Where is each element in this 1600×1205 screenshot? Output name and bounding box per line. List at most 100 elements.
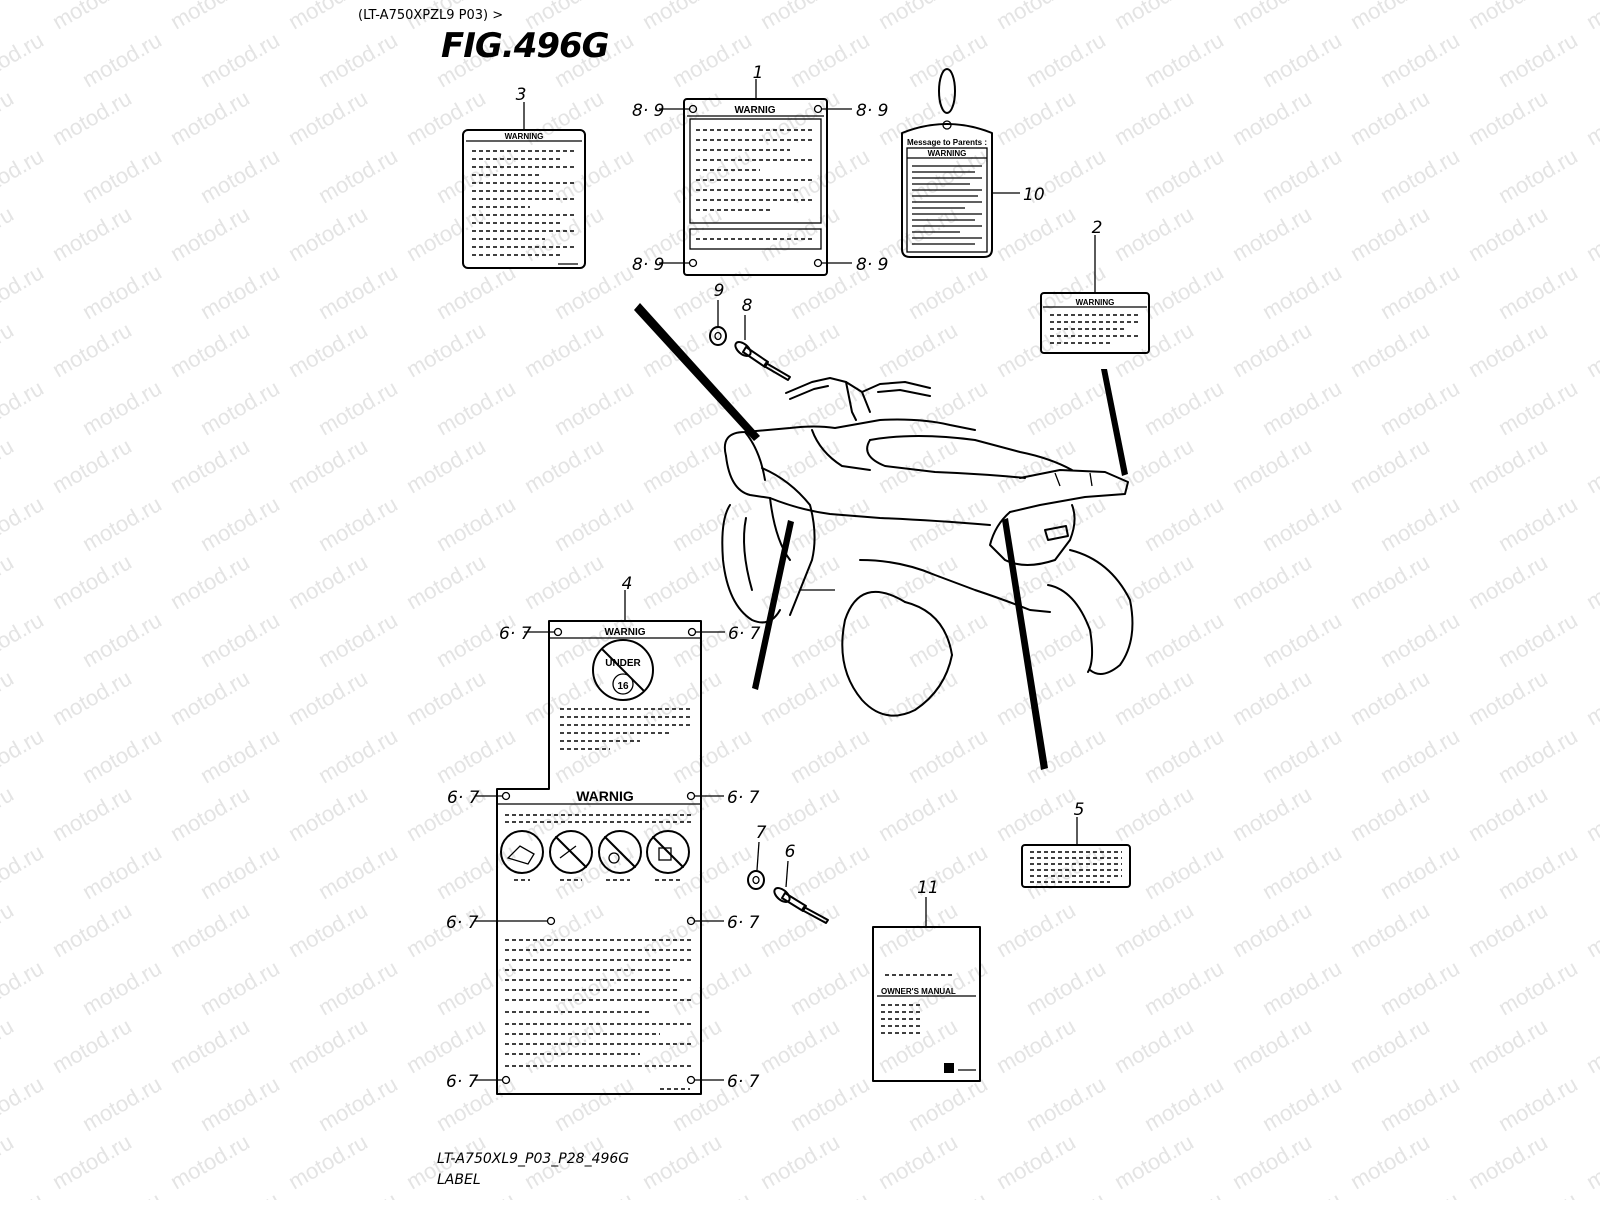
watermark-text: motod.ru: [48, 781, 136, 846]
watermark-text: motod.ru: [1228, 781, 1316, 846]
model-reference: (LT-A750XPZL9 P03) >: [358, 8, 504, 23]
watermark-text: motod.ru: [314, 1071, 402, 1136]
watermark-text: motod.ru: [1022, 27, 1110, 92]
watermark-text: motod.ru: [1346, 781, 1434, 846]
watermark-text: motod.ru: [756, 781, 844, 846]
watermark-text: motod.ru: [1110, 0, 1198, 34]
watermark-text: motod.ru: [284, 85, 372, 150]
watermark-text: motod.ru: [1494, 839, 1582, 904]
callout-8-9-top-right: 8· 9: [856, 101, 888, 121]
watermark-text: motod.ru: [1228, 1129, 1316, 1194]
watermark-text: motod.ru: [402, 433, 490, 498]
watermark-text: motod.ru: [432, 839, 520, 904]
callout-6-7-c: 6· 7: [447, 788, 480, 808]
part-8-rivet[interactable]: [733, 339, 791, 381]
watermark-text: motod.ru: [166, 897, 254, 962]
watermark-text: motod.ru: [1110, 1013, 1198, 1078]
watermark-text: motod.ru: [1110, 201, 1198, 266]
watermark-text: motod.ru: [1582, 549, 1600, 614]
watermark-text: motod.ru: [0, 607, 48, 672]
watermark-text: motod.ru: [668, 723, 756, 788]
watermark-text: motod.ru: [1258, 1187, 1346, 1200]
watermark-text: motod.ru: [0, 897, 18, 962]
callout-11: 11: [917, 878, 939, 898]
watermark-text: motod.ru: [284, 201, 372, 266]
watermark-text: motod.ru: [432, 491, 520, 556]
watermark-text: motod.ru: [1464, 433, 1552, 498]
watermark-text: motod.ru: [1376, 1071, 1464, 1136]
watermark-text: motod.ru: [1346, 317, 1434, 382]
watermark-text: motod.ru: [0, 375, 48, 440]
watermark-text: motod.ru: [314, 491, 402, 556]
watermark-text: motod.ru: [402, 317, 490, 382]
watermark-text: motod.ru: [1258, 27, 1346, 92]
watermark-text: motod.ru: [1494, 491, 1582, 556]
watermark-text: motod.ru: [48, 85, 136, 150]
watermark-text: motod.ru: [0, 1187, 48, 1200]
pointer-wedges: [634, 303, 1128, 770]
watermark-text: motod.ru: [786, 955, 874, 1020]
label-4-warning-combined[interactable]: WARNIG UNDER 16 WARNIG: [496, 620, 702, 1095]
label-3-warning[interactable]: WARNING: [462, 129, 586, 269]
part-6-rivet[interactable]: [772, 885, 829, 924]
watermark-text: motod.ru: [284, 317, 372, 382]
watermark-text: motod.ru: [1022, 1071, 1110, 1136]
watermark-text: motod.ru: [550, 1071, 638, 1136]
watermark-text: motod.ru: [520, 201, 608, 266]
watermark-text: motod.ru: [78, 1071, 166, 1136]
watermark-text: motod.ru: [1464, 1013, 1552, 1078]
watermark-text: motod.ru: [196, 259, 284, 324]
watermark-text: motod.ru: [1376, 723, 1464, 788]
callout-10: 10: [1023, 185, 1045, 205]
watermark-text: motod.ru: [1346, 201, 1434, 266]
watermark-text: motod.ru: [1228, 549, 1316, 614]
watermark-text: motod.ru: [166, 549, 254, 614]
watermark-text: motod.ru: [284, 549, 372, 614]
watermark-text: motod.ru: [166, 665, 254, 730]
watermark-text: motod.ru: [1494, 1187, 1582, 1200]
watermark-text: motod.ru: [786, 491, 874, 556]
watermark-text: motod.ru: [520, 433, 608, 498]
watermark-text: motod.ru: [638, 897, 726, 962]
watermark-text: motod.ru: [0, 259, 48, 324]
watermark-text: motod.ru: [196, 1071, 284, 1136]
watermark-text: motod.ru: [1494, 27, 1582, 92]
watermark-text: motod.ru: [1228, 897, 1316, 962]
watermark-text: motod.ru: [786, 27, 874, 92]
watermark-text: motod.ru: [904, 1187, 992, 1200]
watermark-text: motod.ru: [166, 201, 254, 266]
watermark-text: motod.ru: [0, 1129, 18, 1194]
label-4-upper-header: WARNIG: [604, 627, 645, 638]
watermark-text: motod.ru: [874, 317, 962, 382]
watermark-text: motod.ru: [756, 201, 844, 266]
watermark-text: motod.ru: [1110, 781, 1198, 846]
watermark-text: motod.ru: [1258, 839, 1346, 904]
watermark-text: motod.ru: [1110, 665, 1198, 730]
part-7-washer[interactable]: [747, 870, 765, 890]
watermark-text: motod.ru: [1582, 665, 1600, 730]
watermark-text: motod.ru: [1464, 897, 1552, 962]
watermark-text: motod.ru: [284, 433, 372, 498]
watermark-text: motod.ru: [1494, 1071, 1582, 1136]
watermark-text: motod.ru: [1140, 839, 1228, 904]
watermark-text: motod.ru: [78, 27, 166, 92]
watermark-text: motod.ru: [1140, 723, 1228, 788]
watermark-text: motod.ru: [0, 201, 18, 266]
label-5[interactable]: [1021, 844, 1131, 888]
manual-title: OWNER'S MANUAL: [881, 987, 956, 996]
callout-5: 5: [1074, 800, 1085, 820]
watermark-text: motod.ru: [0, 781, 18, 846]
watermark-text: motod.ru: [1258, 607, 1346, 672]
label-10-hang-tag[interactable]: Message to Parents : WARNING: [901, 68, 993, 258]
watermark-text: motod.ru: [0, 1013, 18, 1078]
watermark-text: motod.ru: [1582, 1013, 1600, 1078]
watermark-text: motod.ru: [1140, 375, 1228, 440]
watermark-text: motod.ru: [638, 0, 726, 34]
watermark-text: motod.ru: [992, 201, 1080, 266]
watermark-text: motod.ru: [1346, 665, 1434, 730]
watermark-text: motod.ru: [1140, 955, 1228, 1020]
watermark-text: motod.ru: [432, 723, 520, 788]
watermark-text: motod.ru: [1228, 317, 1316, 382]
watermark-text: motod.ru: [48, 1129, 136, 1194]
